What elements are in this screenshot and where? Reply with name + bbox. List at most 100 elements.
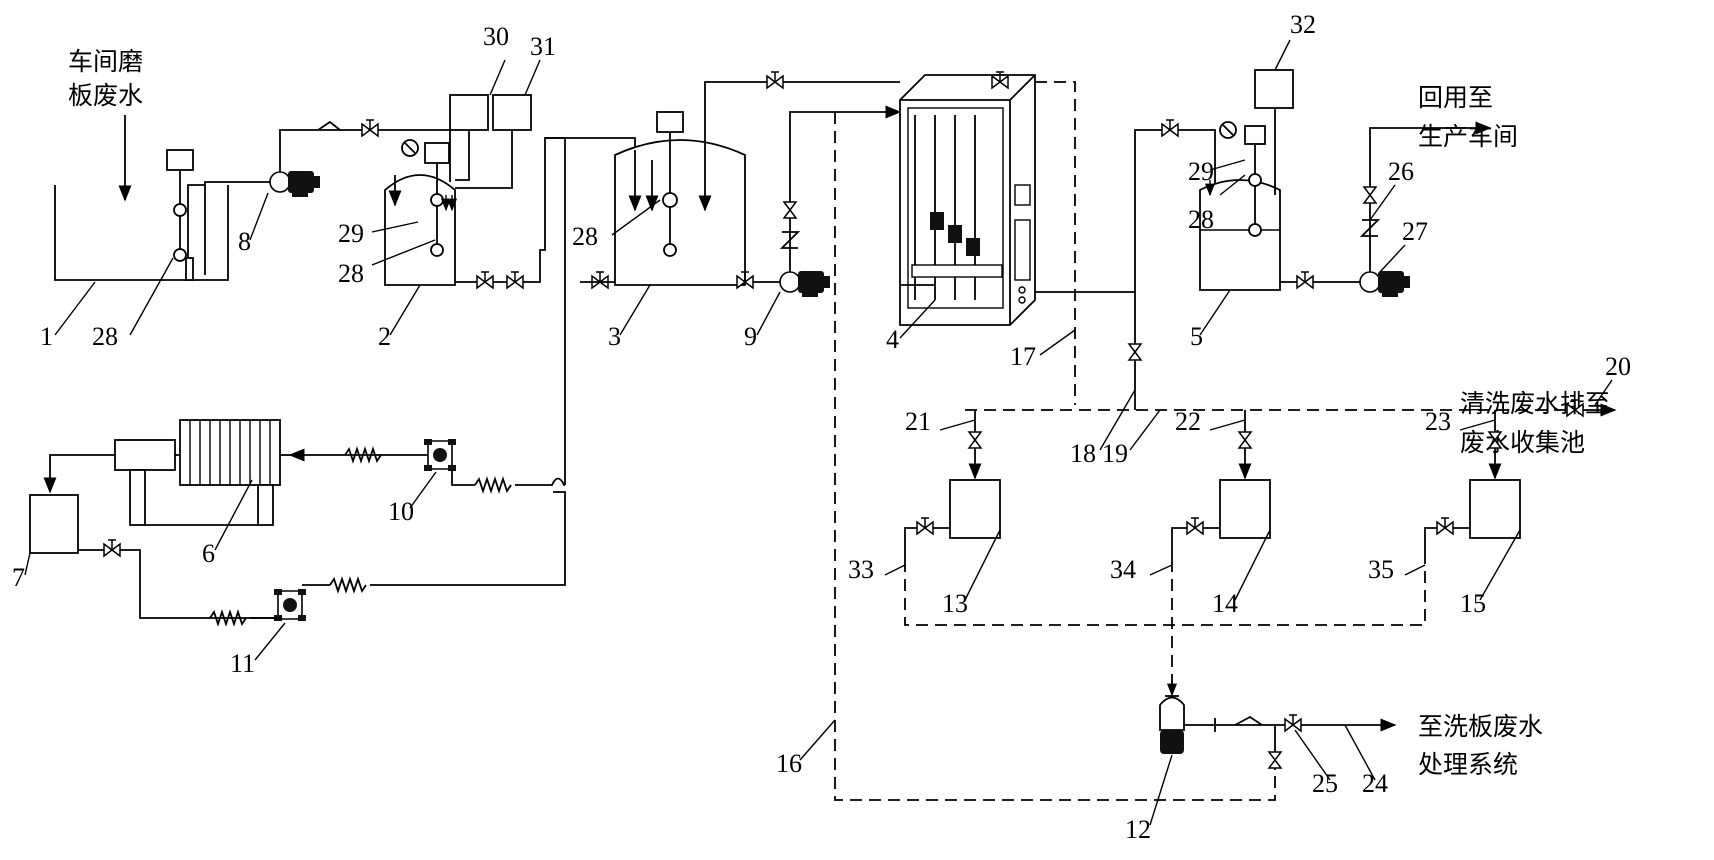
label-17: 17: [1010, 342, 1036, 371]
pipe-crossover: [520, 477, 565, 486]
label-20: 20: [1605, 352, 1631, 381]
valve-4-to-5: [1161, 119, 1179, 137]
pipe-2-to-3: [455, 137, 636, 283]
valve-3-top: [766, 71, 784, 89]
tank-13: [904, 410, 1001, 560]
label-29-tank5: 29: [1188, 157, 1214, 186]
tank-5: [1199, 69, 1294, 291]
check-valve-9: [779, 231, 801, 249]
label-9: 9: [744, 322, 757, 351]
label-28-tank1: 28: [92, 322, 118, 351]
collection-loop: [904, 560, 1426, 626]
flex-hose-10a: [344, 446, 382, 464]
pump-27: [1359, 270, 1411, 298]
label-31: 31: [530, 32, 556, 61]
pipe-10-to-3: [545, 137, 566, 485]
valve-25: [1284, 714, 1302, 732]
label-28-tank5: 28: [1188, 205, 1214, 234]
valve-bypass: [1268, 751, 1282, 769]
tank-2: [384, 94, 532, 286]
label-25: 25: [1312, 769, 1338, 798]
to-wash-system-label-line2: 处理系统: [1418, 750, 1518, 779]
label-27: 27: [1402, 217, 1428, 246]
label-7: 7: [12, 563, 25, 592]
valve-9-vertical: [783, 201, 797, 219]
label-35: 35: [1368, 555, 1394, 584]
treatment-unit-4: [899, 74, 1036, 326]
label-14: 14: [1212, 589, 1238, 618]
valve-18: [1128, 343, 1142, 361]
label-11: 11: [230, 649, 255, 678]
valve-3-side: [591, 271, 609, 289]
workshop-wastewater-label-line1: 车间磨: [68, 47, 143, 76]
label-6: 6: [202, 539, 215, 568]
pipe-reuse: [1369, 121, 1492, 272]
diaphragm-pump-11: [273, 588, 307, 622]
pump-8: [269, 170, 321, 198]
label-5: 5: [1190, 322, 1203, 351]
label-19: 19: [1102, 439, 1128, 468]
number-labels: 1 2 3 4 5 6 7 8 9 10 11 12 13 14 15 16 1…: [12, 10, 1631, 844]
cleaning-discharge-label-line2: 废水收集池: [1460, 428, 1585, 457]
check-valve-12: [1234, 715, 1263, 726]
cleaning-line-17: [1035, 81, 1076, 405]
tank-1: [54, 115, 270, 281]
label-10: 10: [388, 497, 414, 526]
label-32: 32: [1290, 10, 1316, 39]
label-26: 26: [1388, 157, 1414, 186]
label-28-tank2: 28: [338, 259, 364, 288]
label-21: 21: [905, 407, 931, 436]
valve-8: [361, 119, 379, 137]
valve-26: [1363, 186, 1377, 204]
valve-2b: [506, 271, 524, 289]
filter-press-6: [60, 419, 290, 526]
reuse-label-line1: 回用至: [1418, 83, 1493, 112]
reuse-label-line2: 生产车间: [1418, 122, 1518, 151]
valve-7-out: [103, 539, 121, 557]
to-wash-system-label-line1: 至洗板废水: [1418, 712, 1543, 741]
label-30: 30: [483, 22, 509, 51]
label-34: 34: [1110, 555, 1136, 584]
pump-9: [779, 270, 831, 298]
label-12: 12: [1125, 815, 1151, 844]
pump-12: [1159, 695, 1185, 754]
diaphragm-pump-10: [423, 438, 457, 472]
leader-lines: [24, 39, 1613, 826]
label-28-tank3: 28: [572, 222, 598, 251]
label-4: 4: [886, 325, 899, 354]
check-valve-8: [317, 120, 341, 131]
label-23: 23: [1425, 407, 1451, 436]
pipe-10-out: [451, 470, 475, 486]
label-15: 15: [1460, 589, 1486, 618]
pipe-4-to-5: [1035, 129, 1216, 293]
tank-15: [1424, 410, 1521, 560]
label-13: 13: [942, 589, 968, 618]
cleaning-line-16: [834, 112, 1276, 801]
flex-hose-11a: [209, 609, 247, 627]
cleaning-discharge-label-line1: 清洗废水排至: [1460, 389, 1610, 418]
tank-14: [1171, 410, 1271, 560]
label-2: 2: [378, 322, 391, 351]
flex-hose-11b: [329, 576, 367, 594]
label-3: 3: [608, 322, 621, 351]
pipe-3-to-11: [370, 491, 566, 586]
valve-5-out: [1296, 271, 1314, 289]
pipe-7-to-11: [78, 549, 280, 619]
pipe-9-to-4: [789, 105, 902, 272]
label-18: 18: [1070, 439, 1096, 468]
label-1: 1: [40, 322, 53, 351]
tank-7: [29, 494, 79, 554]
label-16: 16: [776, 749, 802, 778]
label-22: 22: [1175, 407, 1201, 436]
valve-2a: [476, 271, 494, 289]
workshop-wastewater-label-line2: 板废水: [68, 81, 143, 110]
flex-hose-10b: [474, 476, 512, 494]
pipe-3-top: [704, 81, 900, 160]
label-8: 8: [238, 227, 251, 256]
label-24: 24: [1362, 769, 1388, 798]
pipe-6-to-7: [43, 454, 60, 494]
label-33: 33: [848, 555, 874, 584]
label-29-tank2: 29: [338, 219, 364, 248]
tank-3: [614, 111, 746, 286]
